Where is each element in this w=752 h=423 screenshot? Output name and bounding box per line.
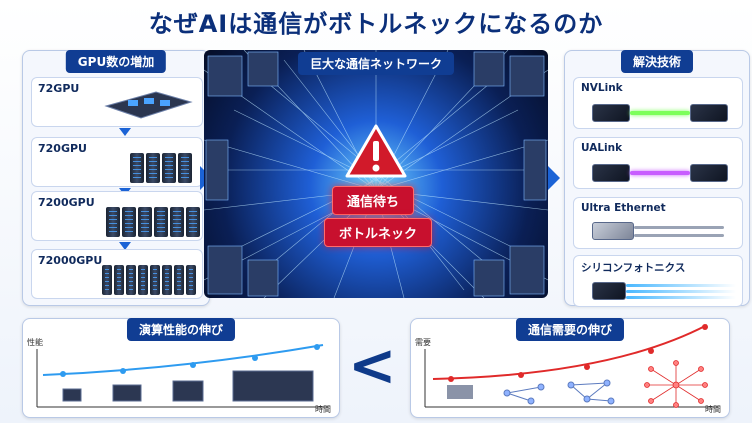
- gpu-step-72: 72GPU: [31, 77, 203, 127]
- gpu-step-label: 72000GPU: [38, 254, 103, 267]
- tech-ualink: UALink: [573, 137, 743, 189]
- photonics-beam: [626, 296, 736, 299]
- server-rack-icon: [174, 265, 184, 295]
- server-rack-icon: [126, 265, 136, 295]
- gpu-step-label: 7200GPU: [38, 196, 95, 209]
- x-axis-label: 時間: [705, 405, 721, 414]
- gpu-panel-header: GPU数の増加: [65, 50, 167, 73]
- server-rack-icon: [138, 265, 148, 295]
- server-rack-icon: [170, 207, 184, 237]
- page-title: なぜAIは通信がボトルネックになるのか: [148, 10, 604, 38]
- comm-demand-curve: [424, 324, 719, 408]
- comm-demand-panel: 通信需要の伸び 需要 時間: [410, 318, 730, 418]
- tech-label: シリコンフォトニクス: [581, 262, 686, 274]
- tech-label: UALink: [581, 142, 623, 154]
- x-axis-label: 時間: [315, 405, 331, 414]
- arrow-down-icon: [119, 242, 131, 250]
- tech-label: NVLink: [581, 82, 623, 94]
- compute-panel-header: 演算性能の伸び: [126, 318, 236, 341]
- ethernet-cable: [634, 226, 724, 229]
- tech-ultra-ethernet: Ultra Ethernet: [573, 197, 743, 249]
- gpu-step-label: 72GPU: [38, 82, 80, 95]
- photonics-beam: [626, 290, 736, 293]
- ualink-chip-icon: [592, 164, 630, 182]
- warning-triangle-icon: [345, 124, 407, 178]
- nvlink-cable: [630, 111, 690, 115]
- ethernet-cable: [634, 234, 724, 237]
- server-rack-icon: [150, 265, 160, 295]
- arrow-down-icon: [119, 128, 131, 136]
- server-rack-icon: [178, 153, 192, 183]
- server-rack-icon: [122, 207, 136, 237]
- server-rack-icon: [186, 207, 200, 237]
- gpu-board-icon: [104, 91, 193, 119]
- server-rack-icon: [146, 153, 160, 183]
- server-rack-icon: [138, 207, 152, 237]
- compute-growth-curve: [36, 344, 329, 408]
- server-rack-icon: [106, 207, 120, 237]
- server-rack-icon: [154, 207, 168, 237]
- network-visual: 巨大な通信ネットワーク 通信待ち ボトルネック: [204, 50, 548, 298]
- gpu-step-72000: 72000GPU: [31, 249, 203, 299]
- gpu-step-720: 720GPU: [31, 137, 203, 187]
- server-rack-icon: [130, 153, 144, 183]
- y-axis-label: 性能: [27, 338, 43, 347]
- nvlink-chip-icon: [690, 104, 728, 122]
- ualink-cable: [630, 171, 690, 175]
- tech-label: Ultra Ethernet: [581, 202, 666, 214]
- ualink-chip-icon: [690, 164, 728, 182]
- comm-panel-header: 通信需要の伸び: [515, 318, 625, 341]
- nvlink-chip-icon: [592, 104, 630, 122]
- photonics-beam: [626, 284, 736, 287]
- ethernet-switch-icon: [592, 222, 634, 240]
- server-rack-icon: [162, 153, 176, 183]
- server-rack-icon: [102, 265, 112, 295]
- solutions-panel: 解決技術 NVLink UALink Ultra Ethernet シリコンフォ…: [564, 50, 750, 307]
- gpu-step-7200: 7200GPU: [31, 191, 203, 241]
- server-rack-icon: [186, 265, 196, 295]
- arrow-right-icon: [548, 166, 560, 190]
- solutions-panel-header: 解決技術: [620, 50, 694, 73]
- compute-growth-panel: 演算性能の伸び 性能 時間: [22, 318, 340, 418]
- badge-communication-wait: 通信待ち: [332, 186, 415, 215]
- y-axis-label: 需要: [415, 338, 431, 347]
- network-panel-header: 巨大な通信ネットワーク: [297, 52, 455, 75]
- gpu-growth-panel: GPU数の増加 72GPU 720GPU 7200GPU 72000GPU: [22, 50, 210, 306]
- tech-nvlink: NVLink: [573, 77, 743, 129]
- photonics-chip-icon: [592, 282, 626, 300]
- server-rack-icon: [162, 265, 172, 295]
- server-rack-icon: [114, 265, 124, 295]
- badge-bottleneck: ボトルネック: [324, 218, 433, 247]
- comparison-symbol: <: [348, 331, 397, 399]
- gpu-step-label: 720GPU: [38, 142, 87, 155]
- tech-silicon-photonics: シリコンフォトニクス: [573, 255, 743, 307]
